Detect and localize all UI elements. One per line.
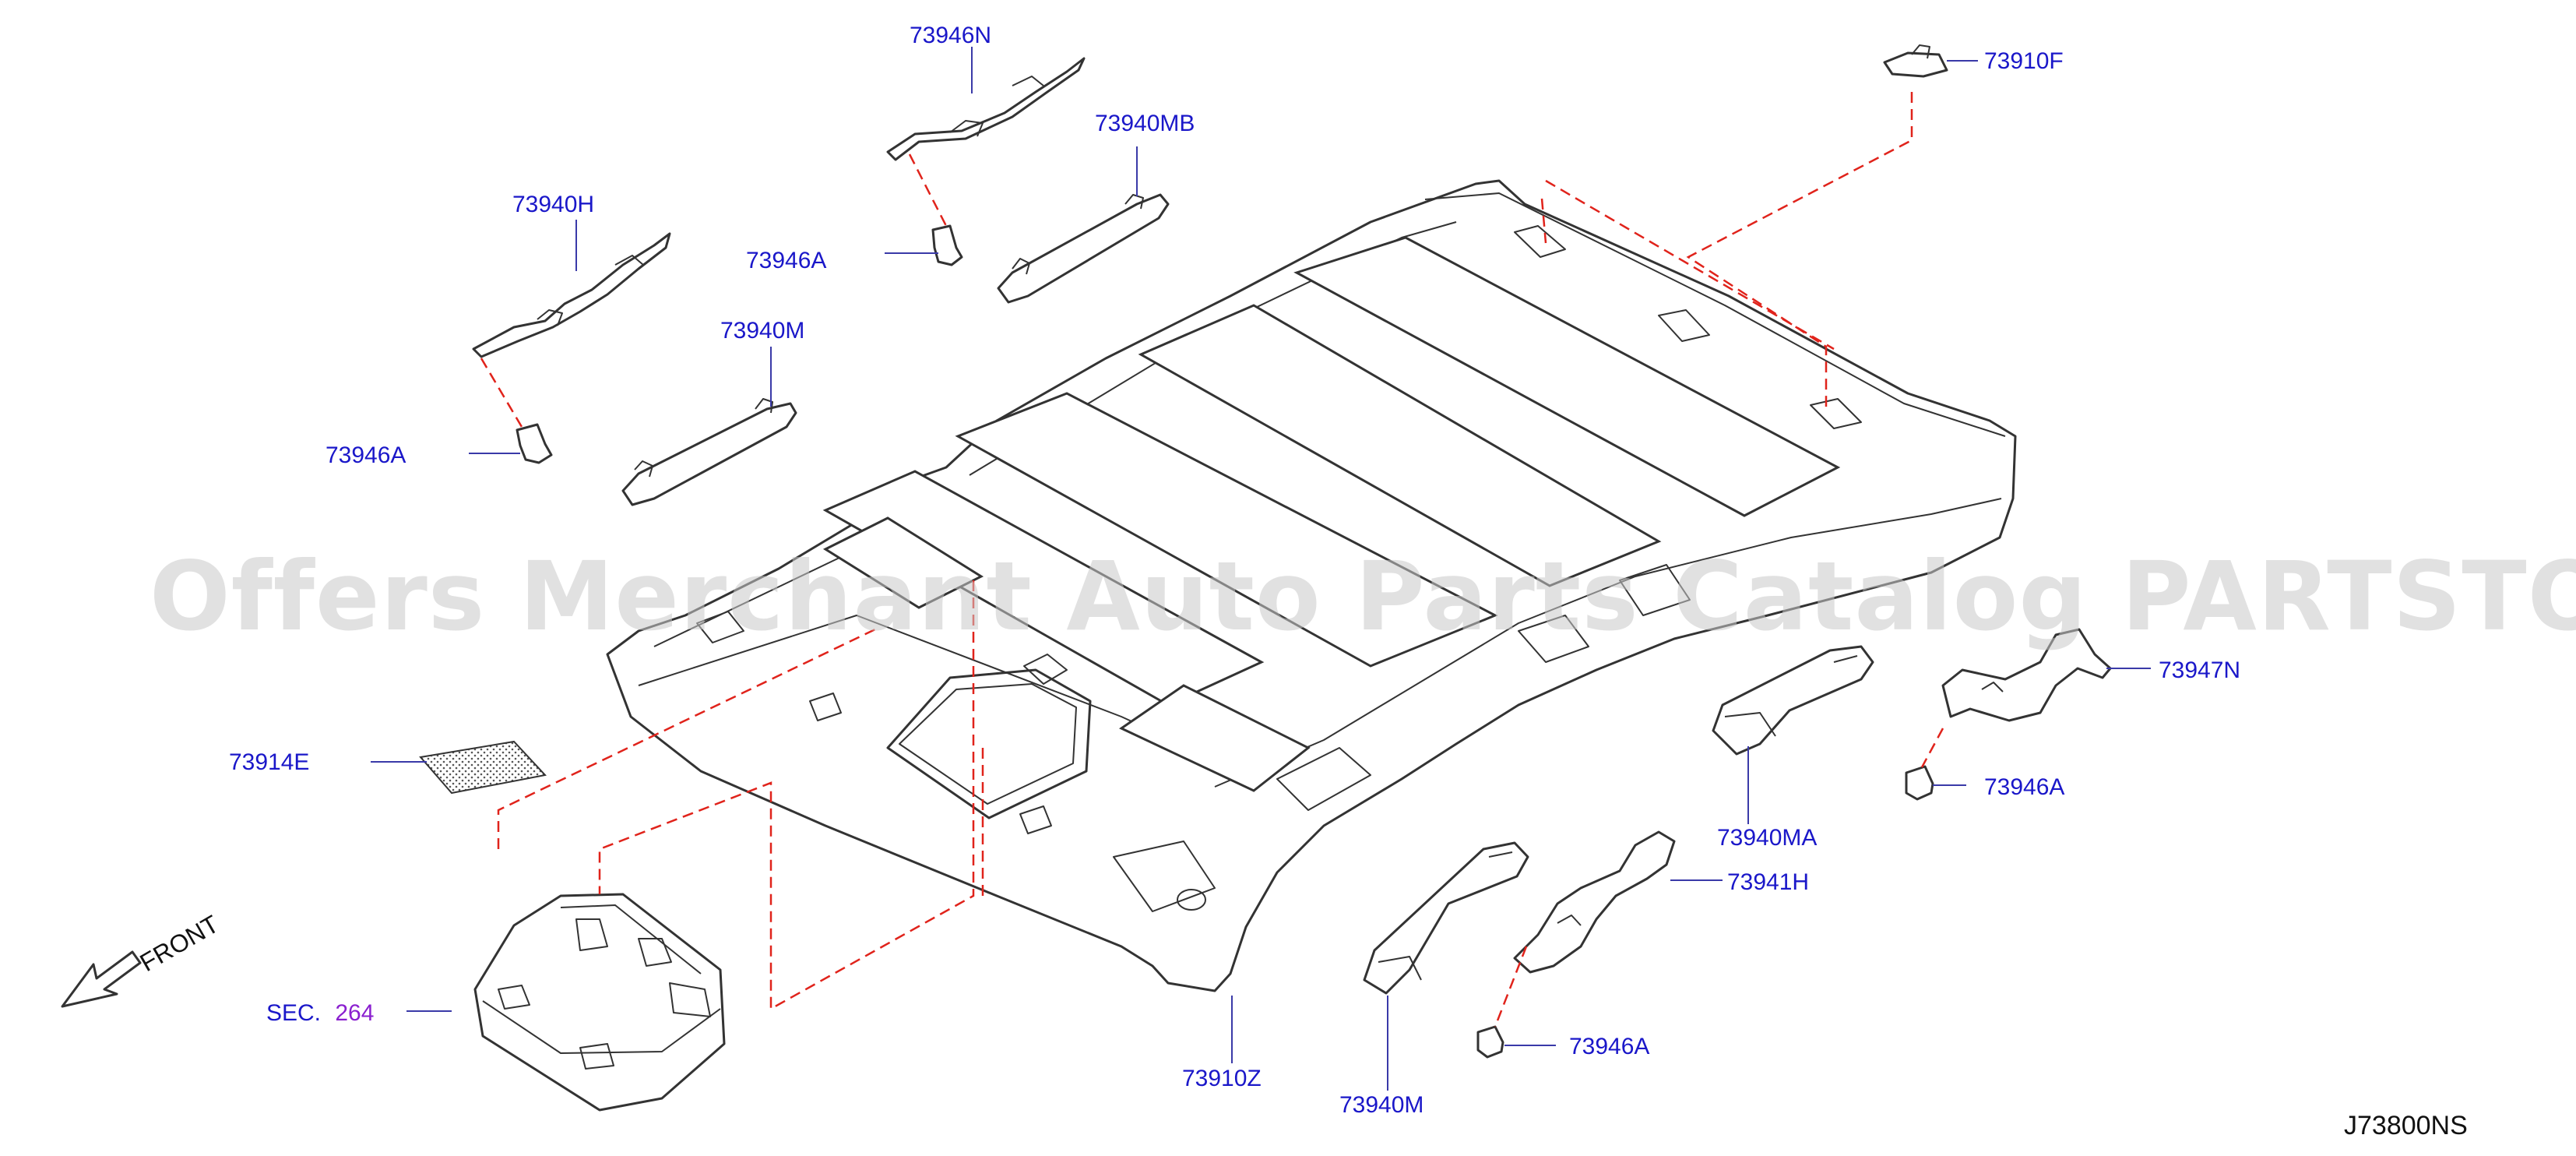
clip-73946a-top-drawing [931,224,963,266]
assist-grip-73940m-top-drawing [621,398,797,506]
section-reference: SEC. 264 [266,1000,374,1026]
clip-73946a-left-drawing [516,423,553,464]
part-label-73910z[interactable]: 73910Z [1182,1066,1262,1091]
part-label-73940mb[interactable]: 73940MB [1095,111,1195,136]
part-label-73946a-bottom[interactable]: 73946A [1569,1034,1649,1059]
part-label-73947n[interactable]: 73947N [2159,657,2240,683]
part-label-73940m-bottom[interactable]: 73940M [1339,1092,1423,1118]
clip-73946a-bottom-drawing [1476,1025,1504,1059]
part-label-73941h[interactable]: 73941H [1727,869,1809,895]
part-label-73910f[interactable]: 73910F [1984,48,2064,74]
section-number-link[interactable]: 264 [335,1000,374,1026]
diagram-code: J73800NS [2344,1111,2468,1140]
part-label-73946n[interactable]: 73946N [910,23,991,48]
clip-73910f-drawing [1883,44,1948,78]
front-label: FRONT [135,910,223,977]
assembly-lines [480,92,1944,1027]
assist-grip-73940ma-drawing [1712,645,1874,756]
part-label-73940m-top[interactable]: 73940M [720,318,804,344]
part-label-73940h[interactable]: 73940H [512,192,594,217]
bracket-73946n-drawing [886,57,1086,161]
bracket-73940h-drawing [472,232,671,358]
assist-grip-73940m-bottom-drawing [1363,841,1529,995]
pad-73914e-drawing [419,740,547,795]
part-label-73946a-left[interactable]: 73946A [326,442,406,468]
leader-lines [371,47,2151,1091]
part-label-73940ma[interactable]: 73940MA [1717,825,1817,851]
headlining-drawing [606,179,2017,992]
watermark-text: Offers Merchant Auto Parts Catalog PARTS… [150,541,2576,652]
front-arrow [61,950,142,1008]
bracket-73941h-drawing [1513,830,1676,974]
part-label-73946a-top[interactable]: 73946A [746,248,826,273]
part-label-73914e[interactable]: 73914E [229,749,309,775]
map-lamp-drawing [473,893,726,1112]
assist-grip-73940mb-drawing [997,193,1170,304]
clip-73946a-right-drawing [1905,765,1934,801]
bracket-73947n-drawing [1941,628,2112,722]
section-prefix: SEC. [266,1000,321,1026]
part-label-73946a-right[interactable]: 73946A [1984,774,2064,800]
